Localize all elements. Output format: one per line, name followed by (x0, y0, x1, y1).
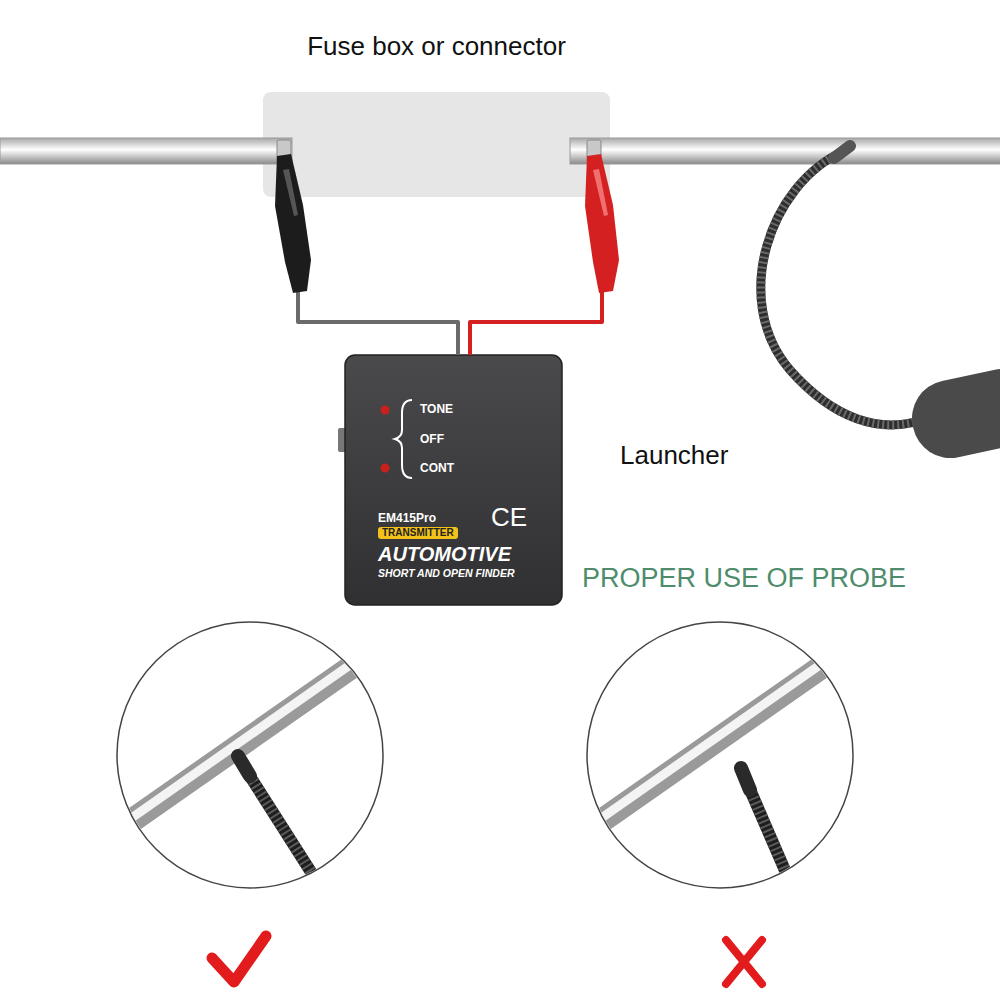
led (381, 464, 390, 473)
probe (246, 770, 332, 905)
section-title: PROPER USE OF PROBE (582, 563, 906, 594)
gooseneck-coil (761, 152, 935, 425)
launcher-handle (905, 362, 1000, 465)
model-name: EM415Pro (378, 512, 436, 526)
switch-label: CONT (420, 462, 454, 476)
wire (0, 138, 292, 164)
fuse-box: Fuse box or connector (263, 92, 610, 197)
badge-text: TRANSMITTER (382, 527, 454, 539)
probe-coil (246, 770, 332, 905)
check-mark (212, 936, 266, 982)
clip-highlight (283, 169, 298, 216)
transmitter-device: TONE OFF CONT EM415Pro CE AUTOMOTIVESHORT AND… (345, 355, 562, 605)
wire-highlight (570, 630, 870, 840)
led (381, 406, 390, 415)
red-clip (585, 154, 619, 293)
transmitter-badge: TRANSMITTER (378, 527, 458, 539)
launcher-label: Launcher (620, 441, 728, 471)
gooseneck (761, 152, 935, 425)
ce-mark: CE (491, 503, 527, 533)
clip-highlight (593, 169, 608, 216)
probe-tip (238, 756, 250, 776)
product-subtitle: SHORT AND OPEN FINDER (378, 567, 515, 579)
probe-tip (834, 146, 850, 158)
wire-lead (470, 197, 602, 355)
bracket (395, 400, 412, 478)
probe (748, 785, 800, 905)
switch-label: OFF (420, 433, 444, 447)
transmitter-body (345, 355, 562, 605)
probe-tip (741, 768, 750, 790)
wire-lead (298, 197, 458, 355)
black-clip (275, 154, 311, 293)
fuse-box-body (263, 92, 610, 197)
box-heading: Fuse box or connector (263, 32, 610, 62)
cross-mark (726, 940, 762, 984)
wire (570, 138, 1000, 164)
switch-label: TONE (420, 403, 453, 417)
wire-highlight (100, 630, 400, 840)
probe-coil (748, 785, 800, 905)
product-title: AUTOMOTIVE (378, 543, 511, 566)
